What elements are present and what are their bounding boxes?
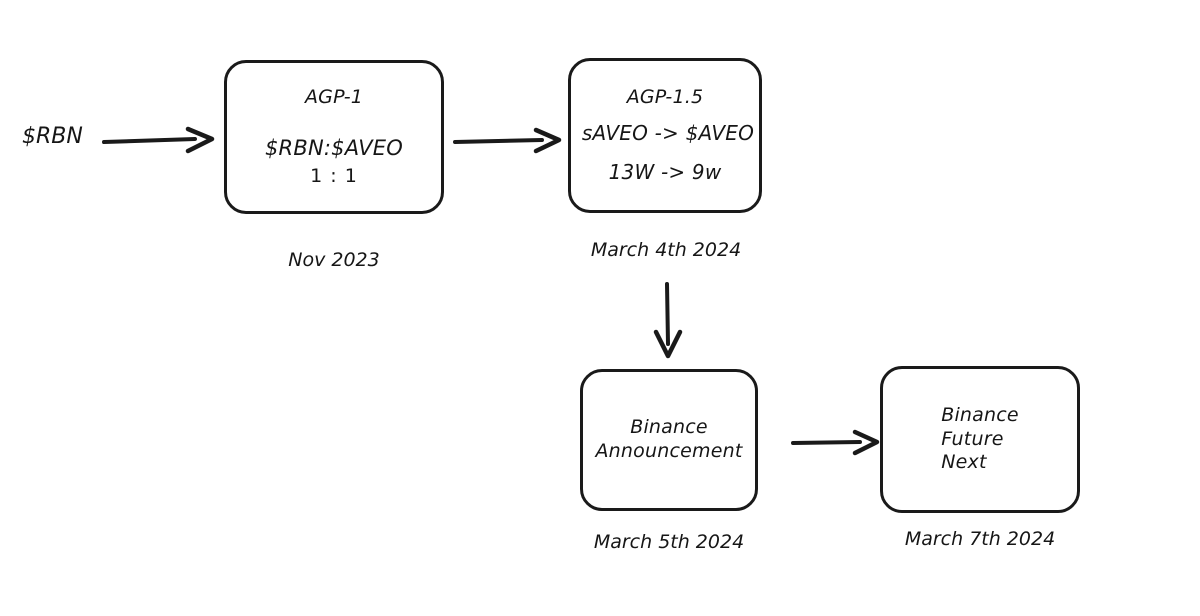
node-agp-1-5-line2: 13W -> 9w <box>608 160 722 185</box>
arrow-rbn-to-agp1 <box>102 126 215 154</box>
node-binance-announcement-line2: Announcement <box>595 440 743 462</box>
arrow-announcement-to-future <box>791 429 880 456</box>
node-binance-announcement-line1: Binance <box>630 416 708 439</box>
arrow-agp15-to-announcement <box>653 282 683 359</box>
date-label-nov-2023: Nov 2023 <box>288 249 380 271</box>
node-agp-1-5-line1: sAVEO -> $AVEO <box>581 121 755 146</box>
date-label-march-5th-2024: March 5th 2024 <box>593 531 745 553</box>
node-binance-future-next-text: Binance Future Next <box>941 404 1019 475</box>
node-binance-future-next-line1: Binance <box>941 403 1019 426</box>
date-label-march-7th-2024: March 7th 2024 <box>904 528 1056 550</box>
node-agp-1-5-title: AGP-1.5 <box>626 85 704 108</box>
node-binance-future-next-line2: Future <box>941 427 1004 450</box>
node-binance-announcement[interactable]: Binance Announcement <box>580 369 758 511</box>
node-agp-1[interactable]: AGP-1 $RBN:$AVEO 1 : 1 <box>224 60 444 214</box>
source-token-label: $RBN <box>22 124 83 149</box>
date-label-march-4th-2024: March 4th 2024 <box>590 239 742 261</box>
node-binance-future-next-line3: Next <box>941 451 987 474</box>
node-binance-future-next[interactable]: Binance Future Next <box>880 366 1080 513</box>
node-agp-1-line1: $RBN:$AVEO <box>265 136 403 161</box>
node-agp-1-5[interactable]: AGP-1.5 sAVEO -> $AVEO 13W -> 9w <box>568 58 762 213</box>
arrow-agp1-to-agp15 <box>453 127 562 154</box>
node-agp-1-line2: 1 : 1 <box>310 164 358 187</box>
node-agp-1-title: AGP-1 <box>304 85 364 108</box>
